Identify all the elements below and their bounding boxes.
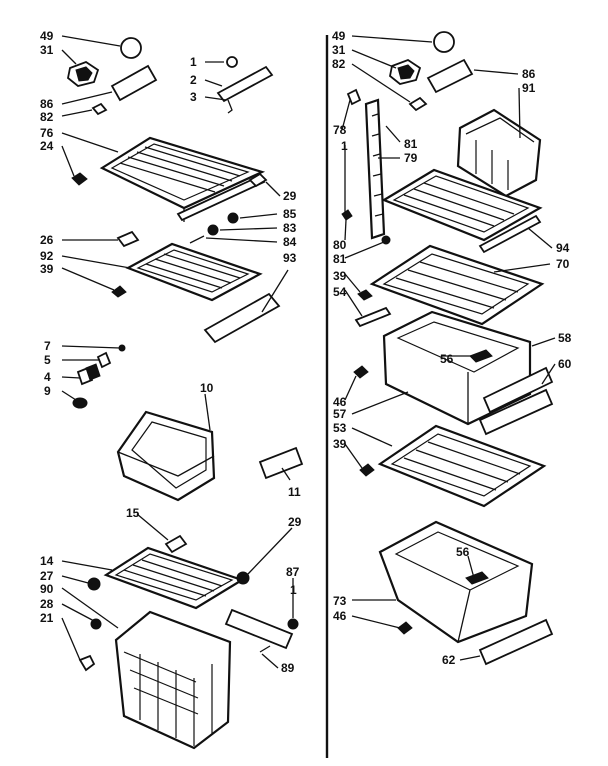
wire-basket-part bbox=[78, 610, 232, 750]
callout-9: 9 bbox=[44, 384, 51, 398]
callout-r82: 82 bbox=[332, 57, 346, 71]
meat-keeper-cover bbox=[125, 242, 263, 302]
callout-r73: 73 bbox=[333, 594, 347, 608]
callout-r62: 62 bbox=[442, 653, 456, 667]
callout-5: 5 bbox=[44, 353, 51, 367]
callout-31: 31 bbox=[40, 43, 54, 57]
socket-part bbox=[91, 102, 108, 116]
callout-r91: 91 bbox=[522, 81, 536, 95]
track-screw bbox=[287, 618, 299, 630]
callout-r81-lower: 81 bbox=[333, 252, 347, 266]
callout-24: 24 bbox=[40, 139, 54, 153]
callout-93: 93 bbox=[283, 251, 297, 265]
callout-r49: 49 bbox=[332, 29, 346, 43]
basket-track-part bbox=[224, 608, 294, 650]
callout-leaders bbox=[61, 35, 556, 669]
callout-11: 11 bbox=[288, 485, 301, 499]
lower-crisper-pan bbox=[378, 520, 554, 666]
callout-r57: 57 bbox=[333, 407, 347, 421]
upper-left-shelf bbox=[71, 136, 268, 222]
callout-21: 21 bbox=[40, 611, 54, 625]
small-hardware-group bbox=[72, 344, 126, 409]
shelf-trim-part bbox=[203, 292, 281, 344]
shelf-support-rail bbox=[341, 88, 391, 245]
callout-49: 49 bbox=[40, 29, 54, 43]
right-callouts: 49 31 82 86 91 78 1 81 79 80 81 39 54 94… bbox=[332, 29, 572, 667]
crisper-pan bbox=[353, 310, 554, 436]
callout-26: 26 bbox=[40, 233, 54, 247]
callout-14: 14 bbox=[40, 554, 54, 568]
callout-10: 10 bbox=[200, 381, 214, 395]
callout-15: 15 bbox=[126, 506, 140, 520]
callout-r56-upper: 56 bbox=[440, 352, 454, 366]
callout-r53: 53 bbox=[333, 421, 347, 435]
callout-r78: 78 bbox=[333, 123, 347, 137]
small-fasteners bbox=[189, 212, 239, 244]
light-bulb-assembly bbox=[67, 37, 142, 87]
callout-29-lower: 29 bbox=[288, 515, 302, 529]
callout-r79: 79 bbox=[404, 151, 418, 165]
left-callouts: 49 31 86 82 76 24 1 2 3 29 85 83 84 26 9… bbox=[40, 29, 302, 675]
callout-r31: 31 bbox=[332, 43, 346, 57]
fastener-39 bbox=[111, 285, 127, 298]
callout-2: 2 bbox=[190, 73, 197, 87]
callout-84: 84 bbox=[283, 235, 297, 249]
light-shield-part bbox=[110, 64, 158, 102]
callout-r60: 60 bbox=[558, 357, 572, 371]
callout-1-lower: 1 bbox=[290, 583, 297, 597]
callout-r58: 58 bbox=[558, 331, 572, 345]
callout-r54: 54 bbox=[333, 285, 347, 299]
shelf-clip-part bbox=[116, 230, 140, 248]
callout-82: 82 bbox=[40, 110, 54, 124]
callout-1: 1 bbox=[190, 55, 197, 69]
callout-7: 7 bbox=[44, 339, 51, 353]
callout-r39-lower: 39 bbox=[333, 437, 347, 451]
callout-4: 4 bbox=[44, 370, 51, 384]
callout-89: 89 bbox=[281, 661, 295, 675]
callout-86: 86 bbox=[40, 97, 54, 111]
callout-83: 83 bbox=[283, 221, 297, 235]
callout-85: 85 bbox=[283, 207, 297, 221]
callout-r39-upper: 39 bbox=[333, 269, 347, 283]
switch-assembly bbox=[216, 56, 274, 114]
callout-r46-lower: 46 bbox=[333, 609, 347, 623]
callout-92: 92 bbox=[40, 249, 54, 263]
callout-r80: 80 bbox=[333, 238, 347, 252]
crisper-cover bbox=[354, 244, 545, 328]
callout-28: 28 bbox=[40, 597, 54, 611]
callout-76: 76 bbox=[40, 126, 54, 140]
callout-29-upper: 29 bbox=[283, 189, 297, 203]
callout-3: 3 bbox=[190, 90, 197, 104]
door-bin-part bbox=[116, 410, 216, 502]
callout-27: 27 bbox=[40, 569, 54, 583]
callout-87: 87 bbox=[286, 565, 300, 579]
callout-r70: 70 bbox=[556, 257, 570, 271]
lower-left-shelf bbox=[87, 546, 250, 610]
callout-r94: 94 bbox=[556, 241, 570, 255]
bin-cap-part bbox=[258, 446, 304, 480]
right-upper-shelf bbox=[381, 168, 543, 254]
callout-r46-upper: 46 bbox=[333, 395, 347, 409]
callout-r86: 86 bbox=[522, 67, 536, 81]
callout-r1: 1 bbox=[341, 139, 348, 153]
roller-part bbox=[164, 534, 188, 554]
lower-crisper-cover bbox=[359, 424, 547, 508]
callout-r56-lower: 56 bbox=[456, 545, 470, 559]
callout-r81-upper: 81 bbox=[404, 137, 418, 151]
right-light-assembly bbox=[389, 31, 474, 112]
callout-39: 39 bbox=[40, 262, 54, 276]
callout-90: 90 bbox=[40, 582, 54, 596]
